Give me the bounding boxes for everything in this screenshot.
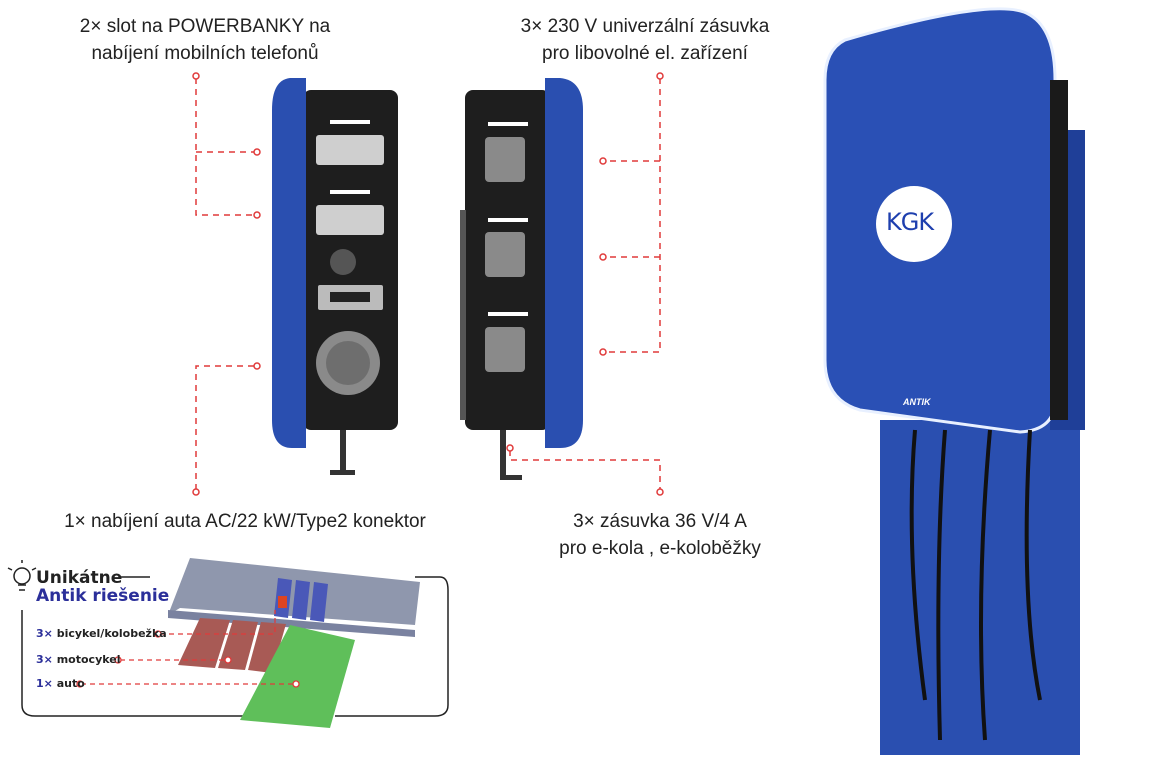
lightbulb-icon: [7, 560, 37, 591]
leader-dots: [192, 72, 664, 496]
inset-title-1: Unikátne: [36, 568, 123, 588]
kgk-logo: KGK: [886, 208, 934, 236]
inset-title-2: Antik riešenie: [36, 586, 170, 606]
left-side-device: [272, 78, 398, 475]
caption-car-charging: 1× nabíjení auta AC/22 kW/Type2 konektor: [64, 511, 426, 532]
right-side-device: [460, 78, 583, 480]
legend-car: 1× auto: [36, 677, 85, 690]
legend-bicycle: 3× bicykel/kolobežka: [36, 627, 167, 640]
charging-station-photo: [823, 7, 1085, 755]
antik-brand-logo: ANTIK: [903, 397, 931, 407]
leader-lines: [195, 78, 661, 490]
legend-motorcycle: 3× motocykel: [36, 653, 121, 666]
parking-layout-diagram: [7, 558, 449, 728]
